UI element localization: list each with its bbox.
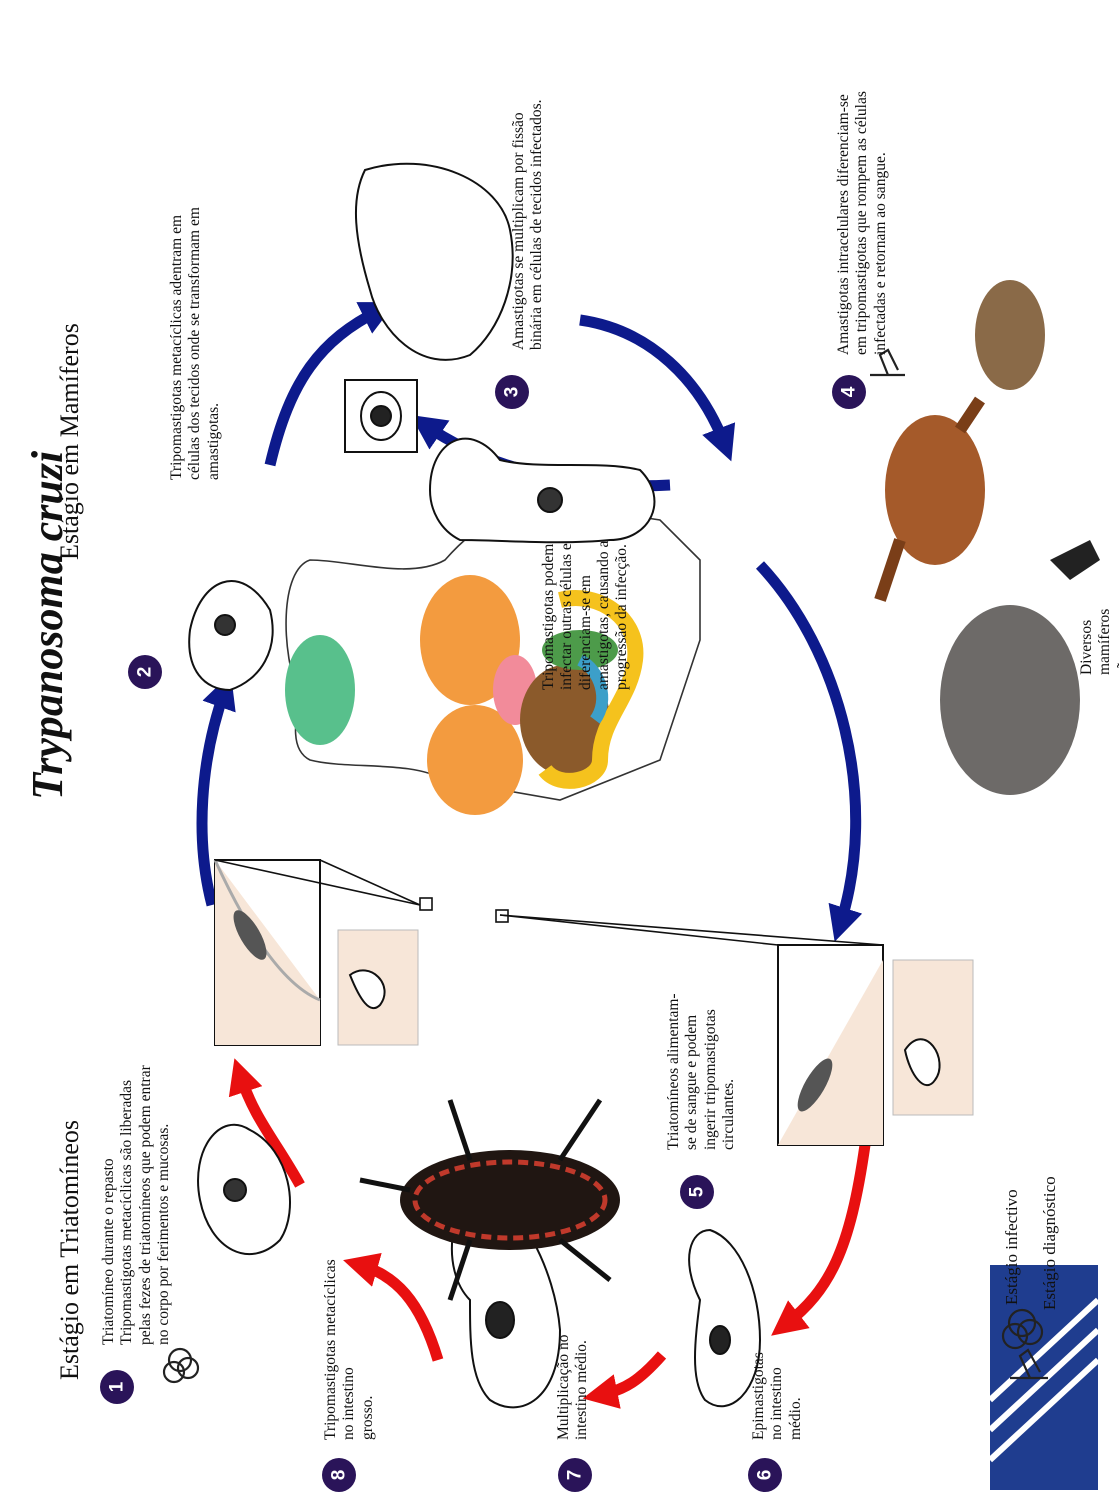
step-4-badge: 4 (832, 375, 866, 409)
bite-box-2 (778, 945, 973, 1145)
step-5-text: Triatomíneos alimentam- se de sangue e p… (665, 993, 738, 1150)
step-2-text: Tripomastigotas metacíclicas adentram em… (168, 207, 223, 480)
legend-diagnostic-label: Estágio diagnóstico (1040, 1176, 1060, 1310)
center-note: Tripomastigotas podem infectar outras cé… (540, 541, 631, 690)
step-8-badge: 8 (322, 1458, 356, 1492)
trypomastigote-2 (189, 581, 272, 690)
section-vector-title: Estágio em Triatomíneos (55, 1120, 86, 1380)
step-1-text: Triatomíneo durante o repasto Tripomasti… (100, 1065, 173, 1345)
step-7-text: Multiplicação no intestino médio. (555, 1335, 592, 1440)
bite-box-1 (215, 860, 418, 1045)
reservoir-animals (880, 280, 1100, 795)
arrow-3-to-4 (580, 320, 725, 445)
arrow-6-to-7 (600, 1355, 662, 1395)
step1-biohazard-icon (164, 1349, 198, 1382)
step-5-badge: 5 (680, 1175, 714, 1209)
reservoir-note: Diversos mamíferos são hospedeiros reser… (1078, 590, 1119, 675)
step-1-badge: 1 (100, 1370, 134, 1404)
arrow-5-to-6 (785, 1145, 865, 1325)
step-6-text: Epimastigotas no intestino médio. (750, 1352, 805, 1440)
step-6-badge: 6 (748, 1458, 782, 1492)
legend-infective-label: Estágio infectivo (1002, 1189, 1022, 1305)
step-8-text: Tripomastigotas metacíclicas no intestin… (322, 1259, 377, 1440)
section-mammal-title: Estágio em Mamíferos (55, 323, 86, 560)
step-2-badge: 2 (128, 655, 162, 689)
tissue-cells (356, 164, 513, 360)
step-4-text: Amastigotas intracelulares diferenciam-s… (835, 91, 890, 355)
arrow-4-to-5 (760, 565, 856, 925)
step-3-badge: 3 (495, 375, 529, 409)
step-3-text: Amastigotas se multiplicam por fissão bi… (510, 100, 547, 350)
step-7-badge: 7 (558, 1458, 592, 1492)
human-body (285, 504, 700, 815)
